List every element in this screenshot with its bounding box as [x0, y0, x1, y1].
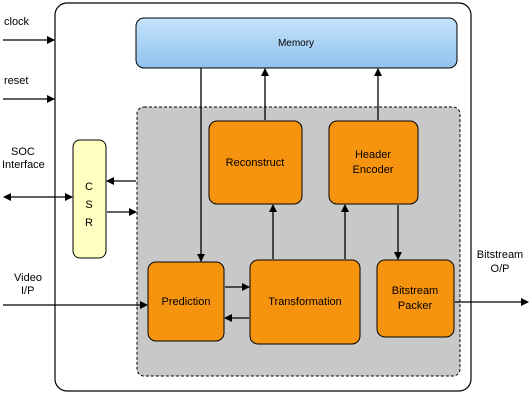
clock-label: clock [4, 16, 30, 28]
reconstruct-label: Reconstruct [226, 157, 285, 169]
prediction-label: Prediction [162, 296, 211, 308]
csr-block [72, 139, 107, 259]
csr-letter-c: C [85, 181, 93, 193]
soc-interface-label-line1: SOC [11, 146, 35, 158]
csr-letter-s: S [85, 199, 92, 211]
memory-block [135, 17, 458, 69]
memory-label: Memory [278, 38, 314, 49]
csr-letter-r: R [85, 217, 93, 229]
header-encoder-label-line1: Header [355, 149, 391, 161]
prediction-block [147, 261, 225, 342]
transformation-label: Transformation [268, 296, 342, 308]
reset-label: reset [4, 75, 28, 87]
bitstream-output-label-line1: Bitstream [477, 249, 523, 261]
reconstruct-block [208, 120, 303, 205]
video-input-label-line2: I/P [21, 285, 34, 297]
transformation-block [249, 259, 361, 345]
video-input-label-line1: Video [14, 272, 42, 284]
bitstream-packer-label-line1: Bitstream [392, 285, 438, 297]
soc-interface-label-line2: Interface [2, 159, 45, 171]
header-encoder-label-line2: Encoder [353, 164, 394, 176]
bitstream-packer-block [376, 259, 455, 338]
bitstream-packer-label-line2: Packer [398, 300, 433, 312]
bitstream-output-label-line2: O/P [491, 263, 510, 275]
header-encoder-block [328, 120, 419, 205]
